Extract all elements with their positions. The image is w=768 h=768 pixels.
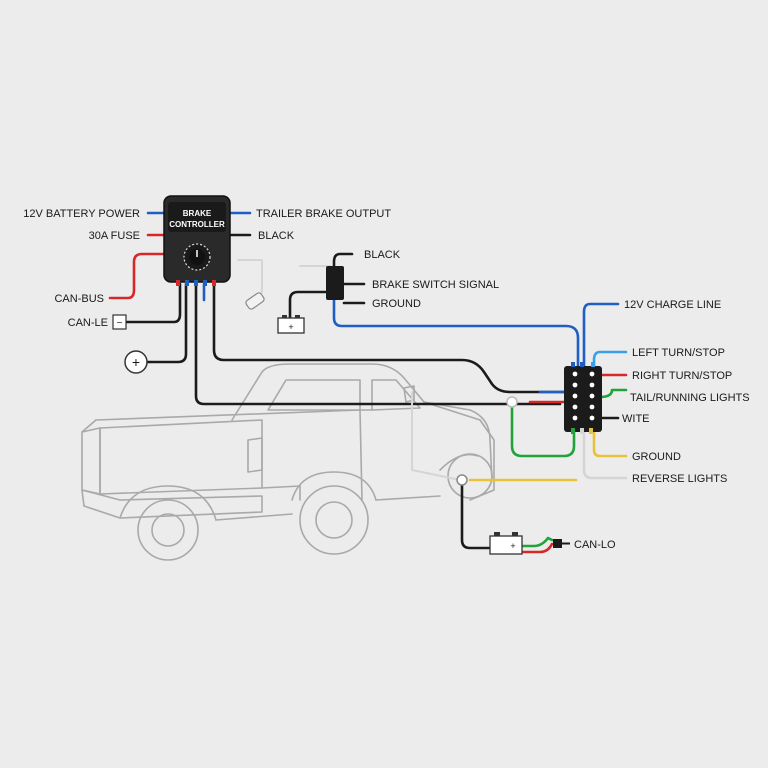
brake-switch-blue-wire xyxy=(332,288,580,370)
can-le-wire xyxy=(124,282,182,324)
battery-plus-label-bottom: + xyxy=(510,541,515,551)
can-le-label: CAN-LE xyxy=(68,317,108,329)
brake-pedal-icon xyxy=(245,292,265,310)
tail-running-label: TAIL/RUNNING LIGHTS xyxy=(630,392,750,404)
black-switch-label: BLACK xyxy=(364,249,401,261)
brake-switch-block xyxy=(326,266,344,300)
connector-block-icon xyxy=(564,362,602,434)
charge-line-wire xyxy=(582,302,620,370)
plus-circle-icon: + xyxy=(124,350,148,374)
brake-controller: BRAKE CONTROLLER xyxy=(163,195,231,286)
controller-title-line1: BRAKE xyxy=(183,209,212,218)
black-controller-label: BLACK xyxy=(258,230,295,242)
brake-switch-signal-label: BRAKE SWITCH SIGNAL xyxy=(372,279,499,291)
battery-icon: + xyxy=(489,532,523,555)
ground-switch-label: GROUND xyxy=(372,298,421,310)
right-turn-label: RIGHT TURN/STOP xyxy=(632,370,732,382)
labels: 12V BATTERY POWER 30A FUSE TRAILER BRAKE… xyxy=(23,208,749,551)
controller-title-line2: CONTROLLER xyxy=(169,220,225,229)
wheel-junction-dot xyxy=(456,474,468,486)
truck-vertical-wire xyxy=(411,391,461,481)
battery-power-label: 12V BATTERY POWER xyxy=(23,208,140,220)
fuse-label: 30A FUSE xyxy=(89,230,140,242)
can-lo-plug-icon xyxy=(553,539,570,548)
tail-running-wire xyxy=(598,388,628,399)
minus-symbol: − xyxy=(117,318,123,329)
main-black-wire xyxy=(194,282,562,406)
can-lo-red-wire xyxy=(518,542,554,554)
black-switch-wire xyxy=(332,252,354,270)
can-bus-label: CAN-BUS xyxy=(54,293,104,305)
trailer-brake-output-label: TRAILER BRAKE OUTPUT xyxy=(256,208,391,220)
wite-label: WITE xyxy=(622,413,650,425)
left-turn-wire xyxy=(592,350,628,370)
ground-connector-label: GROUND xyxy=(632,451,681,463)
battery-plus-label: + xyxy=(288,322,293,332)
battery-icon: + xyxy=(277,315,305,334)
second-black-wire xyxy=(212,282,566,394)
switch-to-battery-wire xyxy=(288,290,328,320)
plus-terminal-wire xyxy=(146,282,188,364)
wire-junction-dot xyxy=(506,396,518,408)
wires xyxy=(108,211,628,554)
reverse-lights-wire xyxy=(582,428,628,480)
can-lo-green-wire xyxy=(518,536,554,548)
left-turn-label: LEFT TURN/STOP xyxy=(632,347,725,359)
charge-line-label: 12V CHARGE LINE xyxy=(624,299,721,311)
green-loop-wire xyxy=(510,400,576,458)
controller-knob-icon xyxy=(183,243,211,271)
plus-symbol: + xyxy=(132,354,140,370)
can-bus-wire xyxy=(108,252,166,300)
pickup-truck-outline xyxy=(81,363,495,561)
can-le-minus-icon: − xyxy=(112,314,127,330)
ground-connector-wire xyxy=(592,428,628,458)
battery-ground-wire xyxy=(460,480,492,550)
can-lo-label: CAN-LO xyxy=(574,539,616,551)
reverse-lights-label: REVERSE LIGHTS xyxy=(632,473,727,485)
